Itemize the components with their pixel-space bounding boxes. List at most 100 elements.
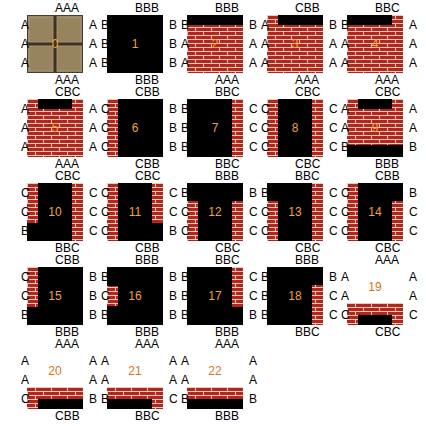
stone-border xyxy=(28,16,83,73)
tile-region xyxy=(347,15,392,25)
tile-number: 8 xyxy=(292,122,299,134)
tile-image xyxy=(107,351,163,409)
tile-region xyxy=(392,201,403,241)
tile: 10 xyxy=(27,183,83,241)
tile-image xyxy=(347,15,403,73)
tile-region xyxy=(38,99,72,109)
tile-region xyxy=(267,267,323,325)
tile-region xyxy=(152,183,163,223)
tile-region xyxy=(358,315,392,325)
tile-region xyxy=(107,286,118,306)
tile-region xyxy=(107,183,118,241)
tile-number: 3 xyxy=(292,38,299,50)
tile: 12 xyxy=(187,183,243,241)
tile-region xyxy=(187,399,243,409)
tile-region xyxy=(107,183,163,241)
tile-region xyxy=(107,15,163,73)
tile-region xyxy=(267,201,278,241)
tile: 19 xyxy=(347,267,403,325)
tile-image xyxy=(27,99,83,157)
tile-region xyxy=(312,285,323,325)
tile-number: 17 xyxy=(208,290,221,302)
tile: 20 xyxy=(27,351,83,409)
tile: 15 xyxy=(27,267,83,325)
tile-image xyxy=(27,15,83,73)
tile-number: 21 xyxy=(128,365,141,377)
tile-region xyxy=(107,351,163,409)
tile: 6 xyxy=(107,99,163,157)
tile-number: 12 xyxy=(208,206,221,218)
tile-region xyxy=(107,387,163,409)
stone-joint xyxy=(27,15,83,73)
stone-slab xyxy=(57,46,81,71)
tile-image xyxy=(267,99,323,157)
tile-number: 19 xyxy=(368,281,381,293)
tile-number: 20 xyxy=(48,365,61,377)
tile-region xyxy=(187,267,243,325)
stone-slab xyxy=(29,17,53,42)
tile-number: 13 xyxy=(288,206,301,218)
tile-region xyxy=(27,387,83,409)
tile: 13 xyxy=(267,183,323,241)
tile-number: 14 xyxy=(368,206,381,218)
tile: 2 xyxy=(187,15,243,73)
tile-image xyxy=(267,15,323,73)
tile-number: 6 xyxy=(132,122,139,134)
tile-image xyxy=(347,99,403,157)
tile-region xyxy=(347,145,403,157)
tile: 1 xyxy=(107,15,163,73)
tile-region xyxy=(347,99,403,157)
tile-region xyxy=(27,267,83,325)
tile: 21 xyxy=(107,351,163,409)
tile-region xyxy=(107,99,118,157)
tile-region xyxy=(187,15,243,73)
tile-image xyxy=(187,351,243,409)
tile-region xyxy=(187,99,243,157)
tile-image xyxy=(187,267,243,325)
tile-region xyxy=(278,15,323,25)
tile-image xyxy=(107,15,163,73)
tile-image xyxy=(107,183,163,241)
tile-image xyxy=(27,351,83,409)
tile: 17 xyxy=(187,267,243,325)
tile-region xyxy=(187,15,243,25)
tile-region xyxy=(347,183,358,241)
tile-region xyxy=(27,351,83,409)
tile-region xyxy=(232,201,243,241)
tile-region xyxy=(38,399,83,409)
tile: 8 xyxy=(267,99,323,157)
tile-number: 22 xyxy=(208,365,221,377)
tile-image xyxy=(347,267,403,325)
tile-region xyxy=(27,99,83,157)
tile-region xyxy=(267,183,323,241)
tile-region xyxy=(347,15,403,73)
tile-region xyxy=(232,99,243,157)
tile-number: 2 xyxy=(212,38,219,50)
tile-image xyxy=(27,183,83,241)
tile-number: 0 xyxy=(52,38,59,50)
tile: 16 xyxy=(107,267,163,325)
tile-number: 7 xyxy=(212,122,219,134)
tile-region xyxy=(232,267,243,307)
tile-image xyxy=(187,15,243,73)
tile: 11 xyxy=(107,183,163,241)
tile-region xyxy=(187,201,198,241)
tile-region xyxy=(107,99,163,157)
tile-image xyxy=(267,267,323,325)
tile-number: 5 xyxy=(52,122,59,134)
tile-region xyxy=(347,303,403,325)
tile-region xyxy=(72,183,83,241)
tile-number: 4 xyxy=(372,38,379,50)
tile-number: 9 xyxy=(372,122,379,134)
tile-number: 15 xyxy=(48,290,61,302)
tile-image xyxy=(107,99,163,157)
tile-region xyxy=(187,351,243,409)
tile-region xyxy=(107,399,152,409)
tile-number: 16 xyxy=(128,290,141,302)
tile-image xyxy=(27,267,83,325)
tile: 5 xyxy=(27,99,83,157)
tile-image xyxy=(107,267,163,325)
tile: 22 xyxy=(187,351,243,409)
tile-number: 18 xyxy=(288,290,301,302)
tile: 0 xyxy=(27,15,83,73)
